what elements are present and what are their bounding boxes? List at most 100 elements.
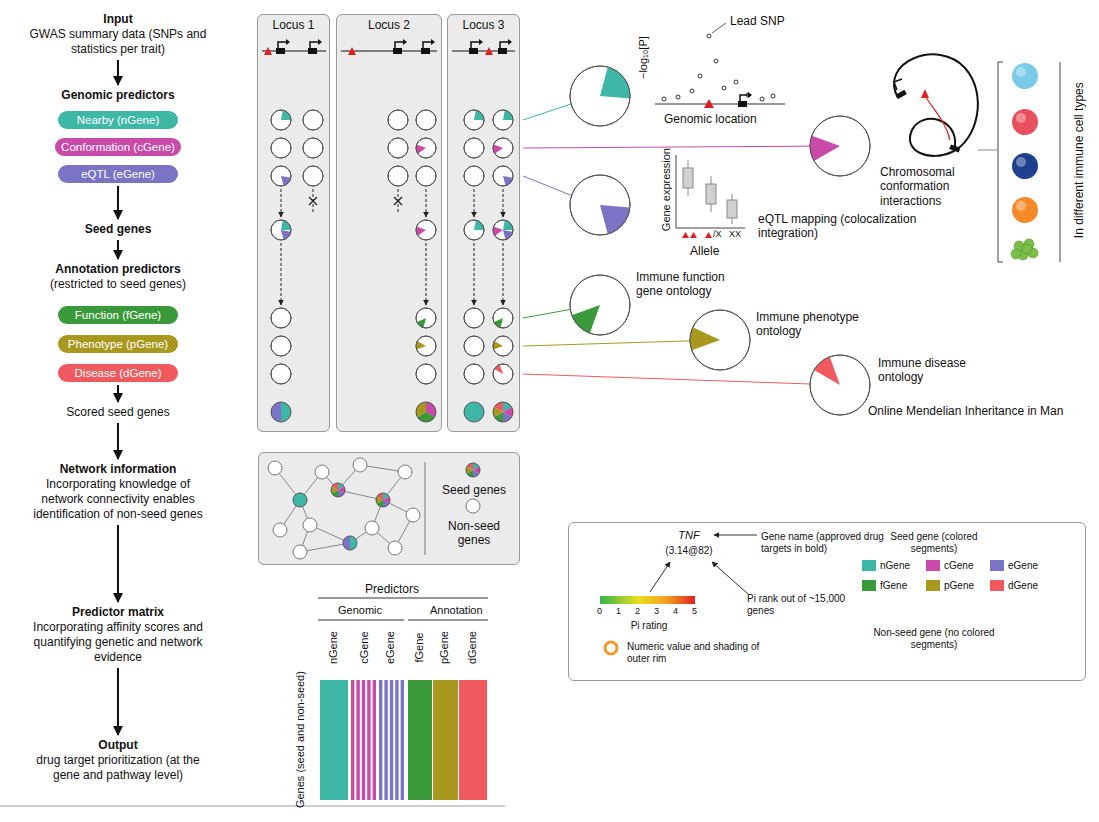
drawing-polygon: [704, 99, 714, 108]
gene-circle: [493, 220, 513, 240]
predictor-pill: Phenotype (pGene): [58, 335, 178, 353]
matrix-column: [320, 680, 348, 800]
drawing-circle: [771, 94, 775, 98]
step-text: Seed genes: [23, 222, 213, 237]
pie-segment: [350, 536, 357, 550]
network-gene: [315, 465, 329, 479]
scored-gene-rim: [271, 402, 291, 422]
chromosome-loop: [894, 54, 1060, 262]
label-text: Gene expression: [660, 148, 673, 231]
scored-gene: [464, 402, 484, 422]
gene-circle: [416, 110, 436, 130]
gene-circle: [271, 308, 291, 328]
label-text: 0: [597, 606, 602, 617]
callout-leader: [523, 176, 572, 196]
node-text: Genomic predictors: [23, 88, 213, 103]
predictor-pill: Nearby (nGene): [58, 111, 178, 129]
matrix-stripe: [384, 680, 387, 800]
label-text: Annotation: [430, 604, 483, 617]
cross-mark: [309, 197, 317, 205]
legend-swatch: [926, 580, 940, 591]
drawing-line: [676, 248, 677, 250]
label-text: Genomic: [338, 604, 382, 617]
gene-circle: [810, 355, 870, 415]
dashed-arrow: [503, 243, 504, 305]
legend-text: nGene: [880, 560, 910, 571]
gene-circle: [416, 336, 436, 356]
drawing-circle: [734, 80, 738, 84]
pie-segment: [814, 357, 840, 385]
step-text: InputGWAS summary data (SNPs and statist…: [23, 12, 213, 57]
drawing-line: [712, 23, 726, 33]
step-text: Predictor matrixIncorporating affinity s…: [28, 605, 208, 665]
gene-circle-rim: [388, 166, 408, 186]
legend-swatch: [990, 560, 1004, 571]
label-text: Genes (seed and non-seed): [293, 672, 306, 809]
callout-leader: [523, 374, 810, 384]
gene-circle-rim: [416, 336, 436, 356]
label-text: 5: [692, 606, 697, 617]
scored-gene-rim: [343, 536, 357, 550]
flow-arrow: [117, 186, 119, 219]
drawing-line: [714, 535, 757, 536]
drawing-line: [676, 228, 745, 229]
node-text: Output: [23, 738, 213, 753]
gene-circle-rim: [570, 66, 630, 126]
node-text: GWAS summary data (SNPs and statistics p…: [23, 27, 213, 57]
gene-circle: [271, 138, 291, 158]
gene-circle-rim: [810, 355, 870, 415]
gene-arrow: [395, 42, 403, 48]
predictor-pill: Function (fGene): [58, 306, 178, 324]
label-text: Chromosomal conformation interactions: [880, 165, 1000, 208]
gene-circle: [570, 66, 630, 126]
gene-circle: [303, 166, 323, 186]
dashed-arrow: [474, 189, 475, 217]
scored-gene: [293, 493, 307, 507]
legend-swatch: [862, 560, 876, 571]
immune-cell: [1012, 63, 1038, 89]
gene-circle-rim: [464, 138, 484, 158]
legend-item: cGene: [926, 560, 973, 571]
gene-arrowhead: [403, 39, 407, 45]
flow-arrow: [117, 423, 119, 459]
callout-leader: [523, 146, 810, 148]
panel-fill: [568, 522, 1086, 681]
drawing-rect: [600, 596, 695, 604]
drawing-line: [1060, 62, 1061, 262]
drawing-line: [712, 562, 748, 594]
drawing-polygon: [690, 232, 697, 238]
gene-circle-rim: [416, 220, 436, 240]
drawing-circle: [605, 642, 617, 654]
drawing-line: [655, 104, 785, 105]
gene-circle: [810, 116, 870, 176]
gene-circle: [493, 308, 513, 328]
label-text: XX: [729, 229, 741, 240]
pie-segment: [572, 305, 600, 333]
gene-arrowhead: [286, 39, 290, 45]
node-text: Scored seed genes: [23, 405, 213, 420]
label-text: Allele: [690, 244, 719, 258]
drawing-line: [978, 150, 997, 151]
immune-cell: [1012, 197, 1038, 223]
gene-circle-rim: [570, 275, 630, 335]
drawing-line: [0, 806, 505, 807]
drawing-rect: [683, 168, 693, 188]
panel-fill: [257, 14, 330, 432]
panel-fill: [258, 452, 520, 565]
panel-fill: [336, 14, 442, 432]
label-text: /X: [713, 229, 722, 240]
locus-panel: Locus 1: [257, 14, 330, 432]
matrix-stripe: [362, 680, 365, 800]
label-text: Online Mendelian Inheritance in Man: [868, 404, 1063, 418]
gene-arrowhead: [431, 39, 435, 45]
dashed-arrow: [503, 189, 504, 217]
drawing-rect: [949, 144, 960, 152]
gene-circle: [303, 110, 323, 130]
non-seed-icon: [466, 499, 480, 513]
gene-circle: [271, 336, 291, 356]
drawing-polygon: [921, 89, 929, 98]
network-gene: [406, 508, 420, 522]
label-text: −log₁₀[P]: [636, 37, 649, 80]
callout-leader: [523, 104, 571, 120]
manhattan-plot: [655, 23, 785, 108]
